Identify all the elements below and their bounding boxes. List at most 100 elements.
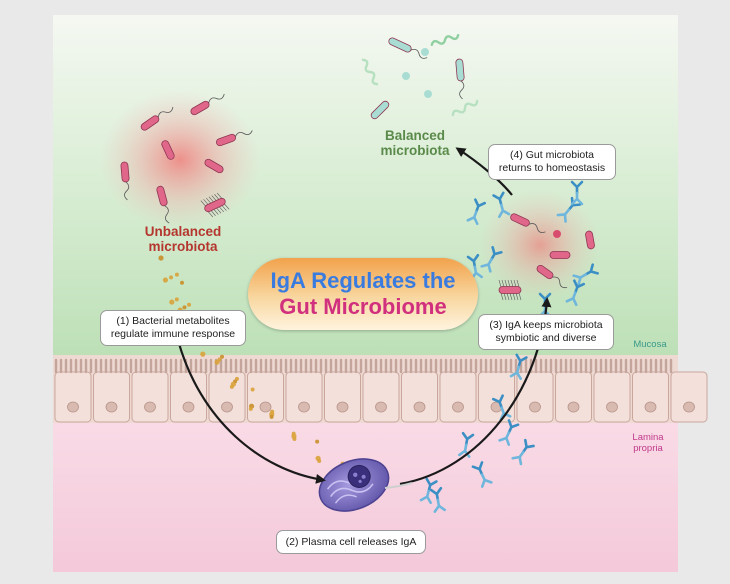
- balanced-bacteria: [361, 34, 479, 120]
- iga-antibody-icon: [572, 263, 599, 286]
- nucleus: [683, 401, 695, 413]
- coated-bacteria: [498, 213, 595, 301]
- epithelial-cell: [593, 371, 631, 423]
- balanced-line-1: Balanced: [384, 128, 446, 143]
- bacteria-rod-icon: [510, 213, 546, 233]
- metabolite-dot-icon: [182, 305, 187, 310]
- metabolite-dot-icon: [250, 387, 255, 392]
- iga-antibody-icon: [419, 477, 438, 505]
- pili-bacteria-icon: [498, 279, 522, 301]
- metabolite-dot-icon: [248, 406, 253, 411]
- metabolite-dot-icon: [179, 280, 184, 285]
- bacteria-rod-icon: [204, 158, 224, 174]
- coccus-icon: [421, 48, 429, 56]
- metabolite-dot-icon: [158, 255, 164, 261]
- microvilli: [54, 358, 673, 374]
- epithelium-cells: [54, 371, 708, 423]
- epithelial-cell: [632, 371, 669, 423]
- epithelial-cell: [93, 371, 130, 423]
- bacteria-rod-icon: [388, 37, 428, 59]
- metabolite-dot-icon: [292, 436, 297, 441]
- step-1-line-2: regulate immune response: [110, 328, 236, 340]
- metabolite-dot-icon: [174, 272, 179, 277]
- spirochete-icon: [361, 58, 379, 86]
- balanced-microbiota-label: Balanced microbiota: [360, 128, 470, 158]
- mucosa-label: Mucosa: [633, 339, 667, 350]
- unbalanced-line-1: Unbalanced: [144, 224, 222, 239]
- nucleus: [105, 401, 118, 413]
- epithelial-cell: [401, 371, 438, 423]
- iga-antibody-icon: [471, 461, 493, 488]
- epithelial-cell: [170, 371, 207, 423]
- epithelial-cell: [478, 371, 515, 423]
- nucleus: [67, 401, 79, 413]
- bacteria-rod-icon: [455, 58, 465, 100]
- bacteria-rod-icon: [156, 185, 170, 224]
- bacteria-rod-icon: [549, 251, 571, 259]
- epithelial-cell: [131, 371, 169, 423]
- metabolite-dot-icon: [187, 302, 192, 307]
- nucleus: [375, 401, 387, 413]
- iga-antibody-icon: [565, 279, 586, 307]
- nucleus: [298, 401, 310, 413]
- nucleus: [144, 401, 156, 413]
- inflammation-glow-left: [100, 90, 260, 230]
- bacteria-rod-icon: [190, 93, 225, 116]
- spirochete-icon: [451, 99, 479, 117]
- step-4-line-2: returns to homeostasis: [498, 162, 606, 174]
- iga-antibody-icon: [498, 419, 520, 446]
- iga-antibody-icon: [429, 486, 447, 513]
- inflammation-glow-right: [480, 190, 600, 300]
- epithelial-cell: [285, 371, 323, 423]
- metabolite-dot-icon: [317, 458, 322, 463]
- step-3-line-1: (3) IgA keeps microbiota: [489, 319, 603, 331]
- bacteria-rod-icon: [120, 161, 130, 201]
- bacteria-rod-icon: [585, 230, 595, 250]
- iga-antibody-icon: [492, 191, 511, 219]
- bacteria-rod-icon: [536, 264, 568, 289]
- iga-antibody-icon: [466, 198, 487, 226]
- epithelial-cell: [516, 371, 554, 423]
- metabolite-dot-icon: [220, 354, 225, 359]
- lamina-line-2: propria: [633, 443, 663, 454]
- step-1-box: (1) Bacterial metabolites regulate immun…: [100, 310, 246, 346]
- epithelial-cell: [54, 371, 92, 423]
- epithelial-cell: [439, 371, 477, 423]
- spirochete-icon: [430, 34, 460, 46]
- epithelial-cell: [670, 371, 708, 423]
- metabolite-dot-icon: [174, 297, 179, 302]
- metabolite-dot-icon: [162, 277, 169, 283]
- pili-bacteria-icon: [200, 192, 230, 218]
- title-line-1: IgA Regulates the: [270, 268, 456, 293]
- nucleus: [452, 401, 464, 413]
- unbalanced-bacteria: [120, 93, 253, 224]
- step-1-line-1: (1) Bacterial metabolites: [116, 315, 230, 327]
- iga-antibody-icon: [570, 180, 584, 206]
- metabolite-dot-icon: [315, 439, 320, 444]
- lamina-line-1: Lamina: [632, 432, 664, 443]
- bacteria-rod-icon: [370, 100, 390, 120]
- bacteria-rod-icon: [140, 106, 174, 131]
- metabolite-dot-icon: [269, 414, 274, 419]
- step-2-line-1: (2) Plasma cell releases IgA: [285, 535, 417, 548]
- metabolite-dot-icon: [169, 299, 175, 305]
- arrow-to-balanced: [455, 147, 513, 196]
- epithelial-cell: [555, 371, 592, 423]
- nucleus: [567, 401, 580, 413]
- step-3-box: (3) IgA keeps microbiota symbiotic and d…: [478, 314, 614, 350]
- metabolite-dot-icon: [229, 384, 234, 389]
- epithelial-cell: [208, 371, 246, 423]
- iga-antibody-icon: [509, 353, 528, 381]
- nucleus: [644, 401, 657, 413]
- title-badge: IgA Regulates the Gut Microbiome: [248, 258, 478, 330]
- bacteria-rod-icon: [215, 130, 253, 147]
- nucleus: [182, 401, 195, 413]
- coccus-icon: [424, 90, 432, 98]
- balanced-line-2: microbiota: [380, 143, 450, 158]
- epithelial-cell: [362, 371, 400, 423]
- nucleus: [221, 401, 233, 413]
- epithelial-cell: [247, 371, 284, 423]
- unbalanced-line-2: microbiota: [148, 239, 218, 254]
- step-4-line-1: (4) Gut microbiota: [509, 149, 595, 161]
- step-4-box: (4) Gut microbiota returns to homeostasi…: [488, 144, 616, 180]
